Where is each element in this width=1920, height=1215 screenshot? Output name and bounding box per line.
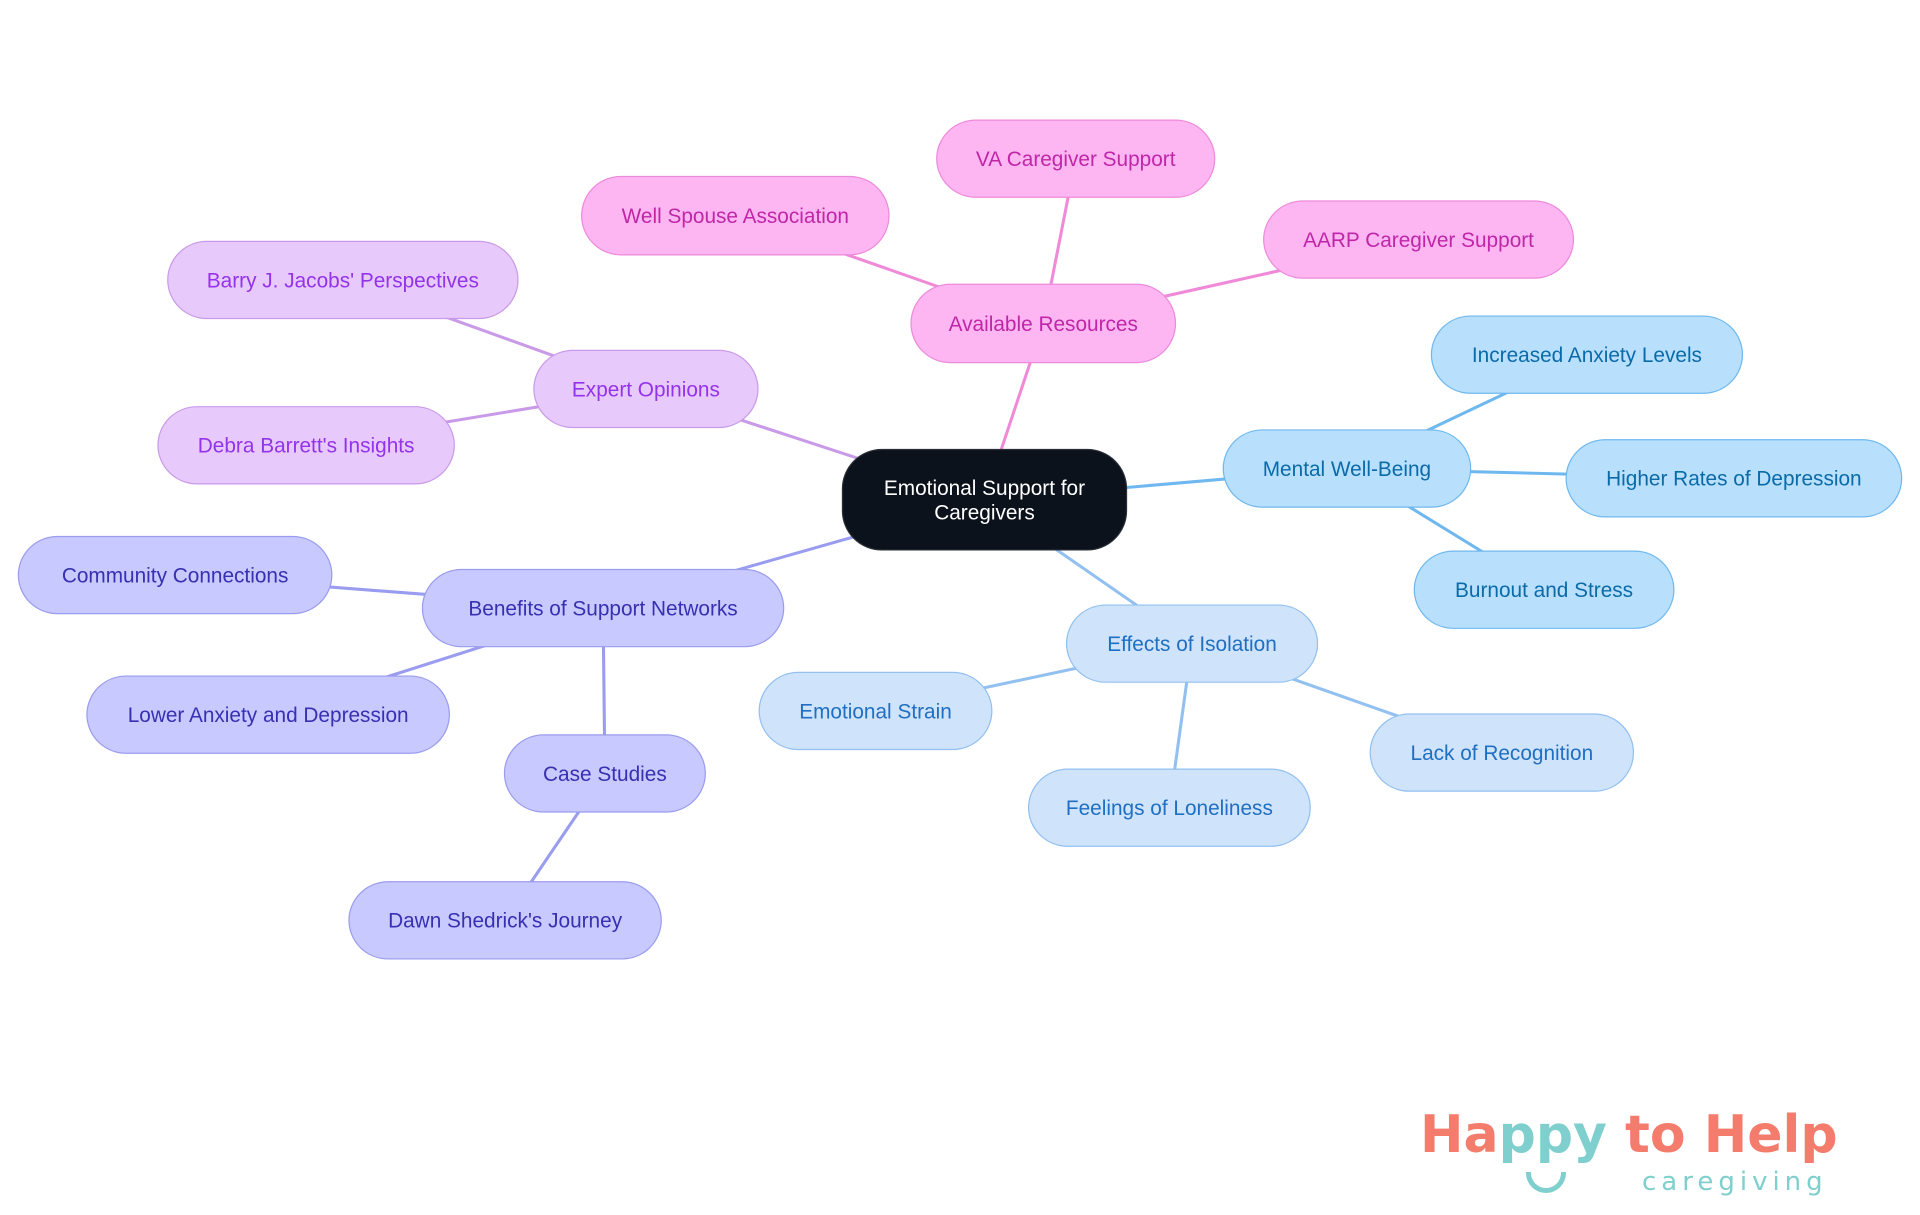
node-burnout-label: Burnout and Stress <box>1455 579 1633 602</box>
node-strain[interactable]: Emotional Strain <box>758 671 993 751</box>
node-wellspouse-label: Well Spouse Association <box>622 205 849 228</box>
node-dawn-label: Dawn Shedrick's Journey <box>388 910 623 933</box>
node-aarp[interactable]: AARP Caregiver Support <box>1263 200 1575 279</box>
node-burnout[interactable]: Burnout and Stress <box>1413 550 1675 629</box>
node-anxiety-label: Increased Anxiety Levels <box>1472 344 1702 367</box>
node-resources-label: Available Resources <box>949 313 1138 336</box>
logo-text-a: Ha <box>1420 1105 1499 1165</box>
node-va-shape <box>936 119 1216 198</box>
node-debra-shape <box>157 406 455 485</box>
node-anxiety-shape <box>1430 315 1744 394</box>
node-mental-shape <box>1222 429 1472 508</box>
node-resources-shape <box>910 283 1177 364</box>
node-isolation-label: Effects of Isolation <box>1107 633 1277 656</box>
smile-icon <box>1526 1172 1566 1193</box>
node-dawn[interactable]: Dawn Shedrick's Journey <box>348 881 662 960</box>
node-barry-shape <box>167 240 519 320</box>
node-mental[interactable]: Mental Well-Being <box>1222 429 1472 508</box>
node-cases[interactable]: Case Studies <box>503 734 706 813</box>
node-debra-label: Debra Barrett's Insights <box>198 435 415 458</box>
node-recognition-shape <box>1369 713 1635 792</box>
node-strain-label: Emotional Strain <box>799 700 952 723</box>
node-lower-shape <box>86 675 450 754</box>
node-experts-shape <box>533 349 759 429</box>
nodes: Available Resources VA Caregiver SupportW… <box>17 119 1903 960</box>
node-barry[interactable]: Barry J. Jacobs' Perspectives <box>167 240 519 320</box>
node-benefits-shape <box>421 568 785 648</box>
node-lonely-label: Feelings of Loneliness <box>1066 797 1273 820</box>
node-lower[interactable]: Lower Anxiety and Depression <box>86 675 450 754</box>
logo-tagline: caregiving <box>1642 1167 1828 1197</box>
node-benefits[interactable]: Benefits of Support Networks <box>421 568 785 648</box>
node-burnout-shape <box>1413 550 1675 629</box>
node-lonely-shape <box>1027 768 1311 847</box>
node-debra[interactable]: Debra Barrett's Insights <box>157 406 455 485</box>
logo-text-b: ppy <box>1498 1105 1607 1165</box>
node-anxiety[interactable]: Increased Anxiety Levels <box>1430 315 1744 394</box>
node-wellspouse[interactable]: Well Spouse Association <box>581 175 890 256</box>
node-depression-label: Higher Rates of Depression <box>1606 468 1861 491</box>
node-cases-shape <box>503 734 706 813</box>
node-lower-label: Lower Anxiety and Depression <box>128 704 409 727</box>
node-isolation[interactable]: Effects of Isolation <box>1065 604 1319 683</box>
node-experts-label: Expert Opinions <box>572 378 720 401</box>
node-va-label: VA Caregiver Support <box>976 148 1176 171</box>
happy-to-help-logo: Happy to Help caregiving <box>1420 1108 1900 1212</box>
node-community-label: Community Connections <box>62 564 289 587</box>
node-cases-label: Case Studies <box>543 763 667 786</box>
node-recognition[interactable]: Lack of Recognition <box>1369 713 1635 792</box>
node-experts[interactable]: Expert Opinions <box>533 349 759 429</box>
node-strain-shape <box>758 671 993 751</box>
node-community-shape <box>17 535 333 615</box>
node-lonely[interactable]: Feelings of Loneliness <box>1027 768 1311 847</box>
node-wellspouse-shape <box>581 175 890 256</box>
node-root-label: Emotional Support for <box>884 477 1085 500</box>
node-aarp-shape <box>1263 200 1575 279</box>
node-community[interactable]: Community Connections <box>17 535 333 615</box>
node-resources[interactable]: Available Resources <box>910 283 1177 364</box>
node-aarp-label: AARP Caregiver Support <box>1303 229 1534 252</box>
logo-text-c: to Help <box>1606 1105 1838 1165</box>
node-depression-shape <box>1565 439 1903 518</box>
node-root-label: Caregivers <box>934 501 1035 524</box>
node-va[interactable]: VA Caregiver Support <box>936 119 1216 198</box>
node-depression[interactable]: Higher Rates of Depression <box>1565 439 1903 518</box>
node-mental-label: Mental Well-Being <box>1263 458 1431 481</box>
node-recognition-label: Lack of Recognition <box>1411 742 1594 765</box>
node-isolation-shape <box>1065 604 1319 683</box>
node-benefits-label: Benefits of Support Networks <box>468 597 737 620</box>
logo-wordmark: Happy to Help <box>1420 1108 1838 1162</box>
node-root-shape <box>841 448 1128 551</box>
node-barry-label: Barry J. Jacobs' Perspectives <box>207 269 479 292</box>
node-dawn-shape <box>348 881 662 960</box>
